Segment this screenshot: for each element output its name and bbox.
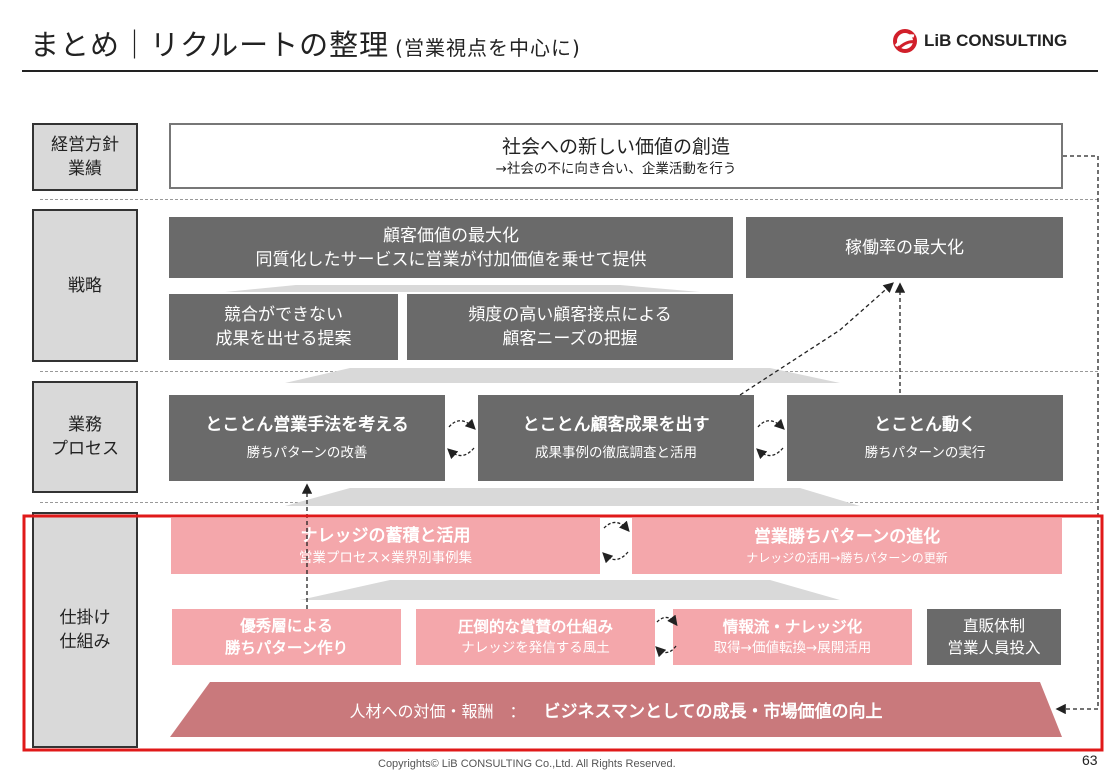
- strategy-customer-value: 顧客価値の最大化 同質化したサービスに営業が付加価値を乗せて提供: [169, 217, 733, 278]
- praise-subtitle: ナレッジを発信する風土: [461, 640, 610, 656]
- strategy-customer-contact: 頻度の高い顧客接点による 顧客ニーズの把握: [407, 294, 733, 360]
- information-title: 情報流・ナレッジ化: [722, 618, 863, 636]
- mechanism-information: 情報流・ナレッジ化 取得→価値転換→展開活用: [673, 609, 912, 665]
- mechanism-praise: 圧倒的な賞賛の仕組み ナレッジを発信する風土: [416, 609, 655, 665]
- process-1-title: とことん営業手法を考える: [205, 415, 409, 435]
- row-separator: [40, 199, 1098, 200]
- row-label-vision: 経営方針 業績: [32, 123, 138, 191]
- base-banner-text: 人材への対価・報酬 ： ビジネスマンとしての成長・市場価値の向上: [170, 682, 1062, 737]
- strategy-main-subtitle: 同質化したサービスに営業が付加価値を乗せて提供: [255, 249, 647, 270]
- title-subtitle: (営業視点を中心に): [395, 36, 581, 60]
- process-3-subtitle: 勝ちパターンの実行: [864, 445, 986, 461]
- logo-text: LiB CONSULTING: [924, 31, 1068, 50]
- strategy-main-title: 顧客価値の最大化: [383, 225, 519, 246]
- win-pattern-title: 営業勝ちパターンの進化: [753, 527, 941, 547]
- bridge-shape: [285, 368, 840, 383]
- base-banner: [170, 682, 1062, 737]
- vision-title: 社会への新しい価値の創造: [501, 136, 730, 158]
- strategy-utilization-text: 稼働率の最大化: [845, 237, 964, 258]
- process-customer-results: とことん顧客成果を出す 成果事例の徹底調査と活用: [478, 395, 754, 481]
- bridge-shape: [225, 285, 700, 292]
- process-sales-method: とことん営業手法を考える 勝ちパターンの改善: [169, 395, 445, 481]
- mechanism-win-pattern: 営業勝ちパターンの進化 ナレッジの活用→勝ちパターンの更新: [632, 518, 1062, 574]
- mechanism-direct-sales: 直販体制 営業人員投入: [927, 609, 1061, 665]
- page-title: まとめ｜リクルートの整理(営業視点を中心に): [30, 22, 581, 64]
- lib-swirl-icon: [893, 29, 917, 53]
- process-1-subtitle: 勝ちパターンの改善: [246, 445, 368, 461]
- knowledge-subtitle: 営業プロセス×業界別事例集: [298, 550, 473, 566]
- cycle-arrows: [447, 418, 785, 658]
- bridge-shape: [285, 488, 860, 506]
- mechanism-knowledge: ナレッジの蓄積と活用 営業プロセス×業界別事例集: [171, 518, 600, 574]
- base-right-text: ビジネスマンとしての成長・市場価値の向上: [543, 702, 883, 722]
- process-2-subtitle: 成果事例の徹底調査と活用: [535, 445, 697, 461]
- strategy-utilization: 稼働率の最大化: [746, 217, 1063, 278]
- title-divider: [22, 70, 1098, 72]
- process-2-title: とことん顧客成果を出す: [522, 415, 710, 435]
- base-left-text: 人材への対価・報酬 ：: [349, 701, 526, 721]
- row-label-mechanism: 仕掛け 仕組み: [32, 512, 138, 748]
- process-action: とことん動く 勝ちパターンの実行: [787, 395, 1063, 481]
- highlight-frame: [22, 514, 1104, 752]
- feedback-arrow: [1055, 155, 1099, 715]
- information-subtitle: 取得→価値転換→展開活用: [713, 640, 872, 656]
- win-pattern-subtitle: ナレッジの活用→勝ちパターンの更新: [746, 551, 948, 565]
- mechanism-top-performers: 優秀層による 勝ちパターン作り: [172, 609, 401, 665]
- company-logo: LiB CONSULTING: [892, 28, 1067, 54]
- praise-title: 圧倒的な賞賛の仕組み: [457, 618, 613, 636]
- vision-subtitle: →社会の不に向き合い、企業活動を行う: [495, 161, 737, 177]
- page-number: 63: [1082, 752, 1098, 768]
- strategy-proposal: 競合ができない 成果を出せる提案: [169, 294, 398, 360]
- row-label-process: 業務 プロセス: [32, 381, 138, 493]
- knowledge-title: ナレッジの蓄積と活用: [300, 526, 471, 546]
- process-3-title: とことん動く: [874, 415, 976, 435]
- vision-box: 社会への新しい価値の創造 →社会の不に向き合い、企業活動を行う: [169, 123, 1063, 189]
- diagonal-arrow: [739, 282, 894, 396]
- copyright: Copyrights© LiB CONSULTING Co.,Ltd. All …: [378, 758, 676, 770]
- bridge-shape: [300, 580, 840, 600]
- row-label-strategy: 戦略: [32, 209, 138, 362]
- title-main: まとめ｜リクルートの整理: [30, 28, 390, 62]
